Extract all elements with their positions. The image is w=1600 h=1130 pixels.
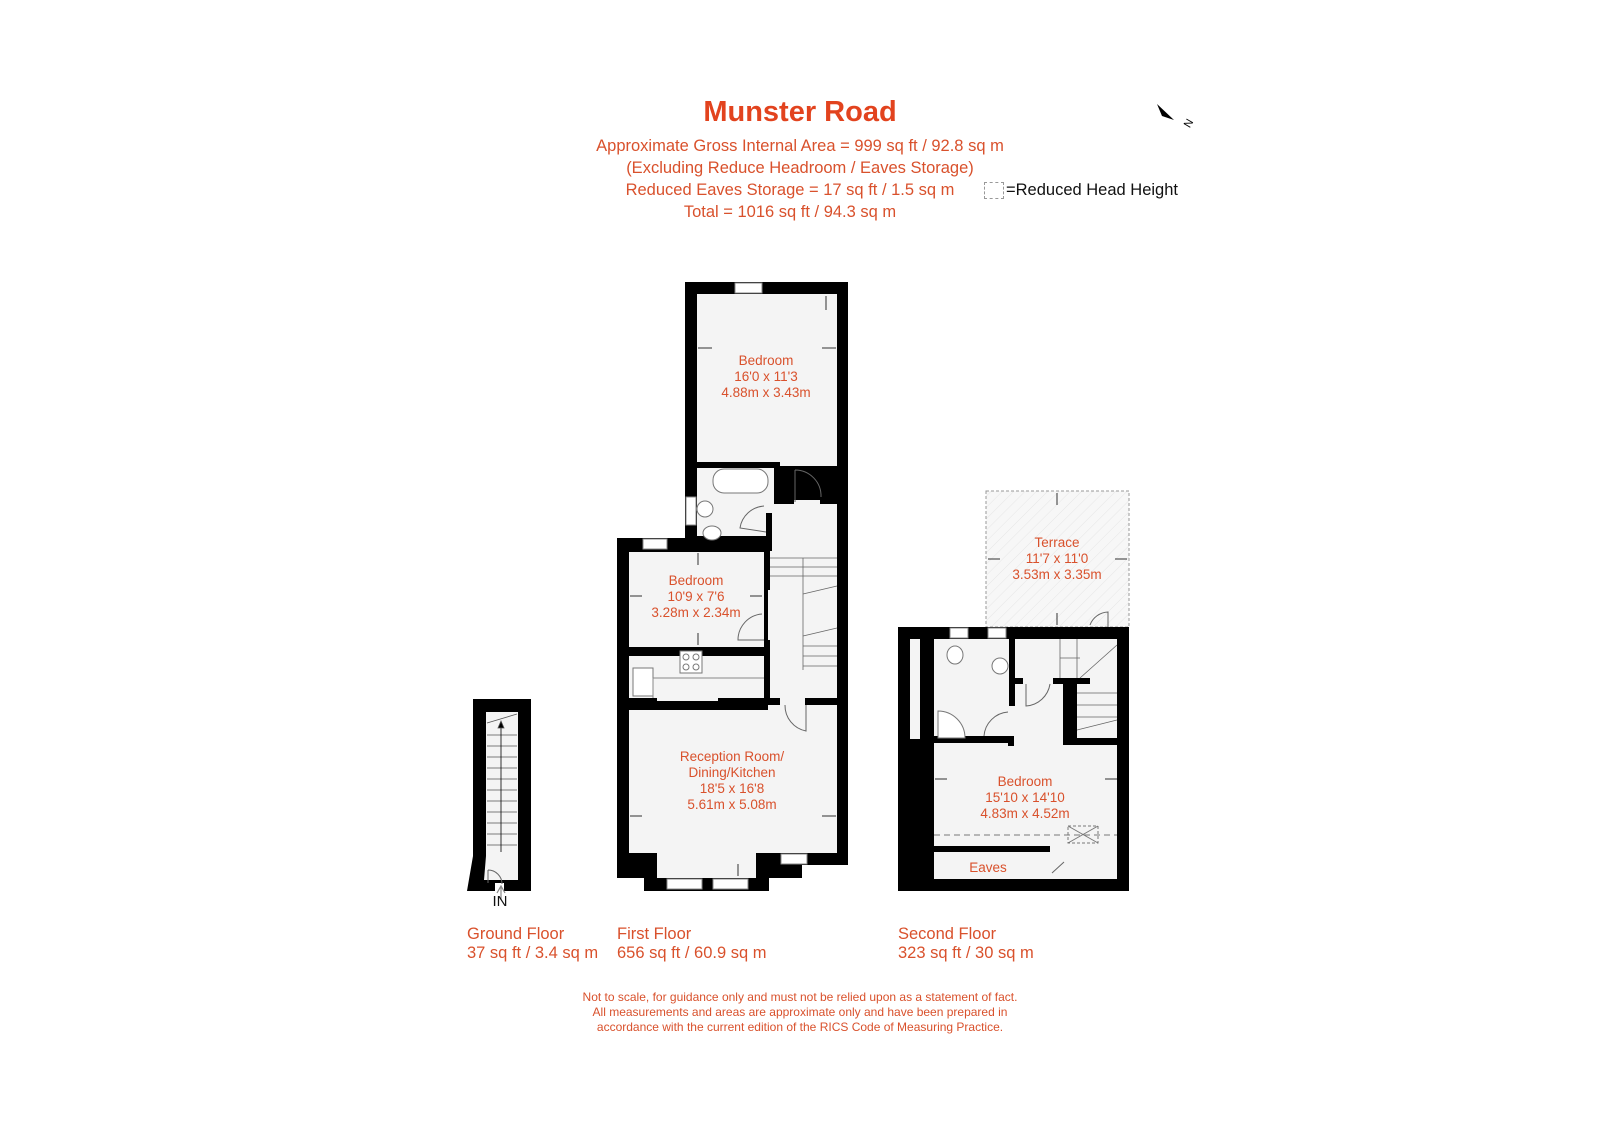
floor-name: Ground Floor: [467, 925, 565, 943]
room-dims-metric: 5.61m x 5.08m: [687, 797, 776, 812]
first-floor-stairs: [770, 557, 838, 670]
floor-name: First Floor: [617, 925, 692, 943]
first-floor-label: First Floor 656 sq ft / 60.9 sq m: [617, 925, 767, 963]
room-dims-imperial: 16'0 x 11'3: [734, 369, 797, 384]
room-name-line2: Dining/Kitchen: [688, 765, 775, 780]
floor-area: 37 sq ft / 3.4 sq m: [467, 944, 599, 962]
ground-floor-plan: IN: [467, 699, 531, 910]
terrace-area: [985, 490, 1130, 628]
room-dims-imperial: 15'10 x 14'10: [985, 790, 1064, 805]
room-dims-imperial: 10'9 x 7'6: [668, 589, 725, 604]
floor-name: Second Floor: [898, 925, 997, 943]
floor-area: 656 sq ft / 60.9 sq m: [617, 944, 767, 962]
doors: [737, 469, 822, 732]
windows: [642, 282, 808, 890]
gross-internal-area: Approximate Gross Internal Area = 999 sq…: [596, 137, 1004, 155]
disclaimer-line: All measurements and areas are approxima…: [592, 1005, 1008, 1019]
room-dims-metric: 4.83m x 4.52m: [980, 806, 1069, 821]
disclaimer-line: accordance with the current edition of t…: [596, 1020, 1004, 1034]
north-arrow-icon: N: [1157, 104, 1196, 130]
room-name: Bedroom: [998, 774, 1053, 789]
room-dims-imperial: 11'7 x 11'0: [1026, 551, 1088, 566]
dashed-box-icon: [984, 182, 1004, 199]
north-arrow: N: [1150, 100, 1200, 140]
exclusion-note: (Excluding Reduce Headroom / Eaves Stora…: [626, 159, 974, 177]
room-dims-metric: 3.28m x 2.34m: [651, 605, 740, 620]
room-name: Reception Room/: [680, 749, 785, 764]
room-name: Terrace: [1034, 535, 1079, 550]
room-dims-metric: 3.53m x 3.35m: [1012, 567, 1101, 582]
reduced-head-height-legend: =Reduced Head Height: [984, 181, 1178, 200]
room-dims-metric: 4.88m x 3.43m: [721, 385, 810, 400]
eaves-storage-area: Reduced Eaves Storage = 17 sq ft / 1.5 s…: [625, 181, 955, 199]
disclaimer: Not to scale, for guidance only and must…: [0, 990, 1600, 1035]
ground-stairs: [486, 713, 518, 852]
legend-label: =Reduced Head Height: [1006, 181, 1178, 199]
first-floor-plan: Bedroom 16'0 x 11'3 4.88m x 3.43m Bedroo…: [617, 282, 848, 891]
total-area: Total = 1016 sq ft / 94.3 sq m: [683, 203, 897, 221]
dimension-markers: [630, 296, 836, 876]
disclaimer-line: Not to scale, for guidance only and must…: [582, 990, 1018, 1004]
second-floor-label: Second Floor 323 sq ft / 30 sq m: [898, 925, 1034, 963]
entrance-label: IN: [493, 893, 508, 910]
room-dims-imperial: 18'5 x 16'8: [700, 781, 764, 796]
second-floor-plan: Terrace 11'7 x 11'0 3.53m x 3.35m Bedroo…: [898, 490, 1130, 891]
floor-area: 323 sq ft / 30 sq m: [898, 944, 1034, 962]
room-name: Bedroom: [669, 573, 724, 588]
room-name: Bedroom: [739, 353, 794, 368]
ground-floor-label: Ground Floor 37 sq ft / 3.4 sq m: [467, 925, 598, 963]
plan-title: Munster Road: [703, 96, 897, 128]
room-name-eaves: Eaves: [969, 860, 1007, 875]
